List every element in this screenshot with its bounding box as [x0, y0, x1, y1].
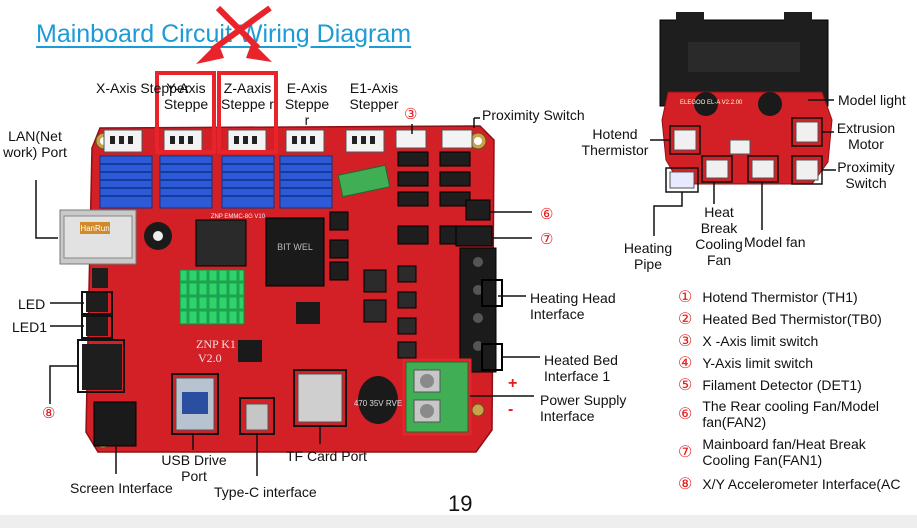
red-arrows: [210, 5, 272, 53]
legend-text: X -Axis limit switch: [702, 333, 819, 349]
legend-num: ②: [678, 311, 693, 328]
capacitor: 470 35V RVE: [354, 376, 402, 424]
green-heatsink: [179, 269, 245, 325]
label-heating-head: Heating Head Interface: [530, 290, 616, 322]
marker-6: ⑥: [540, 206, 554, 223]
label-model-fan: Model fan: [744, 234, 806, 250]
board-version-text: V2.0: [198, 351, 222, 365]
y-axis-highlight-box: [155, 71, 216, 154]
label-z-axis-stepper: Z-Aaxis Steppe r: [221, 80, 274, 112]
label-proximity-switch: Proximity Switch: [482, 107, 585, 123]
power-terminal: [402, 358, 472, 436]
legend-item: ④ Y-Axis limit switch: [678, 352, 916, 374]
marker-7: ⑦: [540, 231, 554, 248]
chip-text: BIT WEL: [277, 242, 313, 252]
chips: BIT WEL: [195, 217, 325, 362]
legend-item: ② Heated Bed Thermistor(TB0): [678, 308, 916, 330]
label-proximity-switch-2: Proximity Switch: [837, 159, 895, 191]
heater-terminal-block: [459, 247, 503, 373]
label-extrusion-motor: Extrusion Motor: [836, 120, 896, 152]
cap-text: 470 35V RVE: [354, 399, 402, 408]
legend-num: ⑥: [678, 406, 693, 423]
label-e1-axis-stepper: E1-Axis Stepper: [349, 80, 399, 112]
legend-item: ① Hotend Thermistor (TH1): [678, 286, 916, 308]
fan-endstop-headers: [329, 151, 493, 281]
board-model-text: ZNP K1: [196, 337, 236, 351]
legend-text: Hotend Thermistor (TH1): [702, 289, 858, 305]
label-led: LED: [18, 296, 46, 312]
left-headers: [82, 268, 122, 390]
legend-num: ③: [678, 333, 693, 350]
legend-num: ①: [678, 289, 693, 306]
label-type-c: Type-C interface: [214, 484, 317, 500]
legend: ① Hotend Thermistor (TH1) ② Heated Bed T…: [678, 286, 916, 496]
lan-chip-text: HanRun: [80, 224, 109, 233]
legend-text: Mainboard fan/Heat Break Cooling Fan(FAN…: [702, 436, 866, 468]
label-heated-bed: Heated Bed Interface 1: [544, 352, 618, 384]
legend-item: ③ X -Axis limit switch: [678, 330, 916, 352]
legend-item: ⑦ Mainboard fan/Heat Break Cooling Fan(F…: [678, 432, 916, 472]
legend-text: Heated Bed Thermistor(TB0): [702, 311, 882, 327]
screen-interface: [93, 401, 137, 447]
page-number: 19: [448, 491, 473, 516]
legend-item: ⑤ Filament Detector (DET1): [678, 374, 916, 396]
label-hotend-thermistor: Hotend Thermistor: [581, 126, 649, 158]
legend-text: Y-Axis limit switch: [702, 355, 814, 371]
legend-text: The Rear cooling Fan/Model fan(FAN2): [702, 398, 879, 430]
emmc-text: ZNP EMMC-8G V10: [211, 214, 266, 220]
label-model-light: Model light: [838, 92, 906, 108]
marker-3: ③: [404, 106, 418, 123]
bottom-band: [0, 515, 917, 528]
label-x-axis-stepper: X-Axis Stepper: [96, 80, 190, 96]
label-lan-port: LAN(Net work) Port: [3, 128, 67, 160]
legend-num: ⑦: [678, 444, 693, 461]
label-heating-pipe: Heating Pipe: [623, 240, 673, 272]
marker-8: ⑧: [42, 405, 56, 422]
label-y-axis-stepper: Y-Axis Steppe: [163, 80, 209, 112]
label-usb-drive-port: USB Drive Port: [161, 452, 227, 484]
label-heat-break-fan: Heat Break Cooling Fan: [695, 204, 743, 268]
legend-text: Filament Detector (DET1): [702, 377, 862, 393]
legend-item: ⑧ X/Y Accelerometer Interface(AC: [678, 472, 916, 496]
legend-item: ⑥ The Rear cooling Fan/Model fan(FAN2): [678, 396, 916, 432]
legend-num: ⑤: [678, 377, 693, 394]
usb-drive-port: [171, 373, 219, 435]
label-e-axis-stepper: E-Axis Steppe r: [284, 80, 330, 128]
label-led1: LED1: [12, 319, 48, 335]
legend-num: ⑧: [678, 476, 693, 493]
label-screen-interface: Screen Interface: [70, 480, 173, 496]
toolhead-board: ELEGOO EL-A V2.2.00: [659, 12, 833, 193]
lan-port: HanRun: [59, 209, 137, 265]
label-tf-card-port: TF Card Port: [286, 448, 367, 464]
toolhead-board-text: ELEGOO EL-A V2.2.00: [680, 100, 743, 106]
polarity-plus: +: [508, 375, 518, 392]
power-components: [363, 265, 417, 359]
label-power-supply: Power Supply Interface: [540, 392, 627, 424]
leader-lines: [35, 117, 540, 476]
tf-card-port: [293, 369, 347, 427]
legend-num: ④: [678, 355, 693, 372]
z-axis-highlight-box: [217, 71, 278, 154]
toolhead-leader-lines: [650, 99, 836, 236]
legend-text: X/Y Accelerometer Interface(AC: [702, 476, 901, 492]
polarity-minus: -: [508, 401, 514, 418]
stepper-heatsinks: [99, 155, 333, 209]
